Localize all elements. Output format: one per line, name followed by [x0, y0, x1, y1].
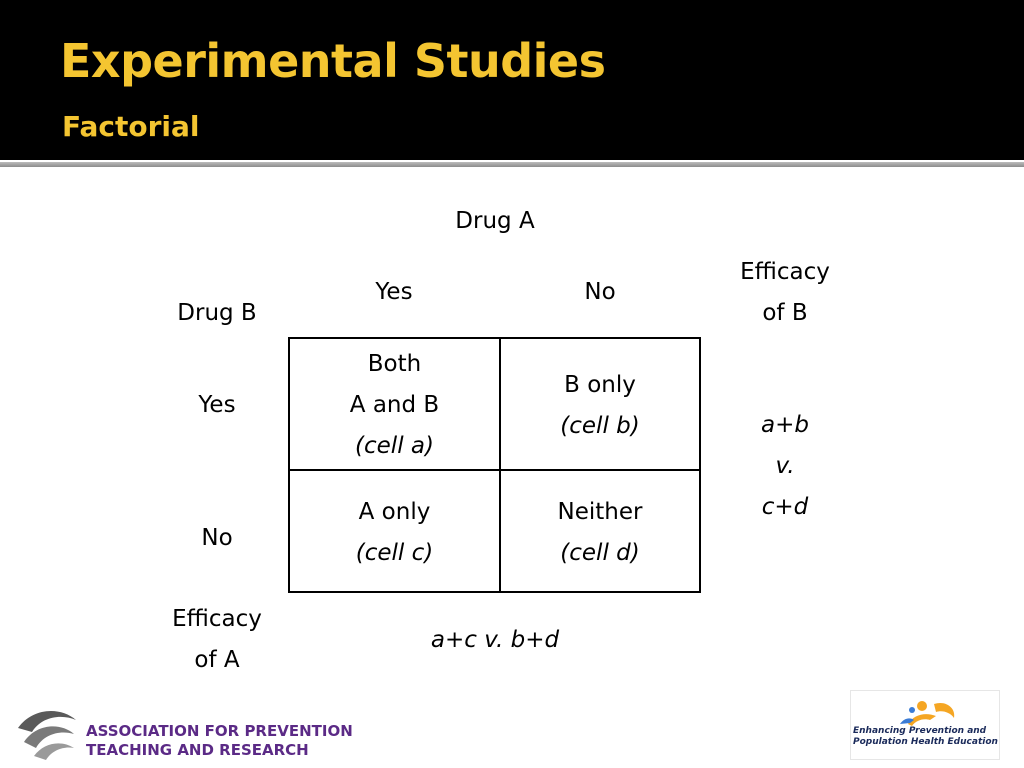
cell-b-line1: B only — [564, 372, 636, 398]
aptr-logo-line2: TEACHING AND RESEARCH — [86, 741, 309, 759]
efficacy-b-label: Efficacy of B — [705, 252, 865, 334]
slide-header — [0, 0, 1024, 160]
aptr-logo-line1: ASSOCIATION FOR PREVENTION — [86, 722, 353, 740]
aptr-logo-text: ASSOCIATION FOR PREVENTION TEACHING AND … — [86, 722, 353, 760]
drug-b-label: Drug B — [177, 300, 257, 326]
cell-d-line2: (cell d) — [560, 540, 640, 566]
cell-a-line1: Both — [367, 351, 422, 377]
aptr-logo-icon — [18, 710, 76, 760]
efficacy-a-line1: Efficacy — [172, 606, 262, 632]
formula-b-line1: a+b — [761, 412, 809, 438]
drug-a-label: Drug A — [455, 208, 535, 234]
slide-title: Experimental Studies — [60, 34, 606, 88]
row-yes-label: Yes — [198, 392, 236, 418]
cell-c-line1: A only — [358, 499, 431, 525]
formula-b: a+b v. c+d — [705, 405, 865, 528]
efficacy-b-line1: Efficacy — [740, 259, 830, 285]
ep-logo-line2: Population Health Education — [853, 737, 998, 747]
cell-c: A only (cell c) — [290, 492, 499, 574]
enhancing-prevention-logo-text: Enhancing Prevention and Population Heal… — [853, 726, 998, 748]
efficacy-b-line2: of B — [762, 300, 808, 326]
ep-logo-line1: Enhancing Prevention and — [853, 726, 987, 736]
grid-horizontal-divider — [288, 469, 701, 471]
cell-a-line2: A and B — [349, 392, 440, 418]
column-yes-label: Yes — [375, 279, 413, 305]
enhancing-prevention-logo-icon — [850, 690, 1000, 760]
row-no-label: No — [201, 525, 233, 551]
efficacy-a-label: Efficacy of A — [137, 599, 297, 681]
factorial-grid — [288, 337, 701, 593]
header-divider — [0, 162, 1024, 167]
slide-subtitle: Factorial — [62, 110, 200, 143]
grid-vertical-divider — [499, 337, 501, 593]
cell-b-line2: (cell b) — [560, 413, 640, 439]
cell-d: Neither (cell d) — [501, 492, 699, 574]
formula-b-line3: c+d — [761, 494, 809, 520]
column-no-label: No — [584, 279, 616, 305]
cell-b: B only (cell b) — [501, 365, 699, 447]
cell-d-line1: Neither — [557, 499, 643, 525]
cell-a: Both A and B (cell a) — [290, 344, 499, 467]
formula-b-line2: v. — [775, 453, 795, 479]
cell-c-line2: (cell c) — [355, 540, 434, 566]
efficacy-a-line2: of A — [194, 647, 240, 673]
formula-a: a+c v. b+d — [430, 627, 560, 653]
cell-a-line3: (cell a) — [355, 433, 434, 459]
